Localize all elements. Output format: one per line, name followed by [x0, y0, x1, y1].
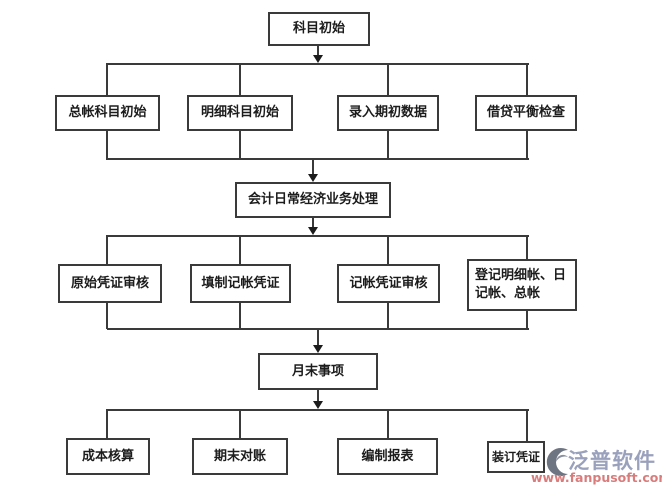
connector	[526, 63, 528, 95]
node-subject-init: 科目初始	[268, 12, 370, 46]
watermark-url-text: www.fanpusoft.com	[531, 470, 662, 485]
node-bind-vouchers: 装订凭证	[487, 441, 545, 473]
connector	[312, 160, 314, 175]
connector	[526, 311, 528, 329]
connector	[526, 131, 528, 160]
node-period-end-reconcile: 期末对账	[192, 438, 288, 475]
arrowhead-down-icon	[313, 345, 323, 353]
arrowhead-down-icon	[308, 174, 318, 182]
connector	[106, 303, 108, 329]
connector	[387, 63, 389, 95]
connector-bus-4	[107, 328, 529, 330]
arrowhead-down-icon	[313, 401, 323, 409]
node-cost-accounting: 成本核算	[66, 438, 150, 475]
node-prepare-reports: 编制报表	[337, 438, 438, 475]
connector	[239, 131, 241, 160]
connector	[387, 409, 389, 438]
connector	[106, 235, 108, 264]
connector	[387, 303, 389, 329]
connector	[239, 409, 241, 438]
connector	[526, 235, 528, 259]
node-register-ledgers: 登记明细帐、日记帐、总帐	[467, 259, 577, 311]
connector-bus-5	[107, 409, 529, 411]
connector	[239, 63, 241, 95]
node-detail-subject-init: 明细科目初始	[187, 95, 293, 131]
arrowhead-down-icon	[308, 227, 318, 235]
arrowhead-down-icon	[313, 55, 323, 63]
connector	[526, 409, 528, 441]
connector	[106, 63, 108, 95]
connector	[106, 131, 108, 160]
connector	[317, 46, 319, 56]
node-debit-credit-check: 借贷平衡检查	[475, 95, 577, 131]
connector-bus-2	[107, 158, 529, 160]
connector-bus-3	[107, 235, 529, 237]
node-daily-business-process: 会计日常经济业务处理	[235, 182, 391, 218]
connector	[312, 218, 314, 228]
connector	[387, 235, 389, 264]
node-voucher-review: 记帐凭证审核	[337, 264, 440, 303]
fan-swirl-icon	[546, 447, 570, 481]
connector	[239, 303, 241, 329]
watermark-brand-text: 泛普软件	[568, 449, 656, 473]
connector	[317, 330, 319, 346]
connector	[106, 409, 108, 438]
connector	[239, 235, 241, 264]
node-month-end-matters: 月末事项	[258, 353, 378, 390]
connector-bus-1	[107, 63, 529, 65]
node-general-ledger-init: 总帐科目初始	[55, 95, 160, 131]
connector	[387, 131, 389, 160]
node-opening-data-entry: 录入期初数据	[337, 95, 439, 131]
node-fill-accounting-voucher: 填制记帐凭证	[190, 264, 291, 303]
node-original-voucher-review: 原始凭证审核	[58, 264, 162, 303]
connector	[317, 390, 319, 402]
